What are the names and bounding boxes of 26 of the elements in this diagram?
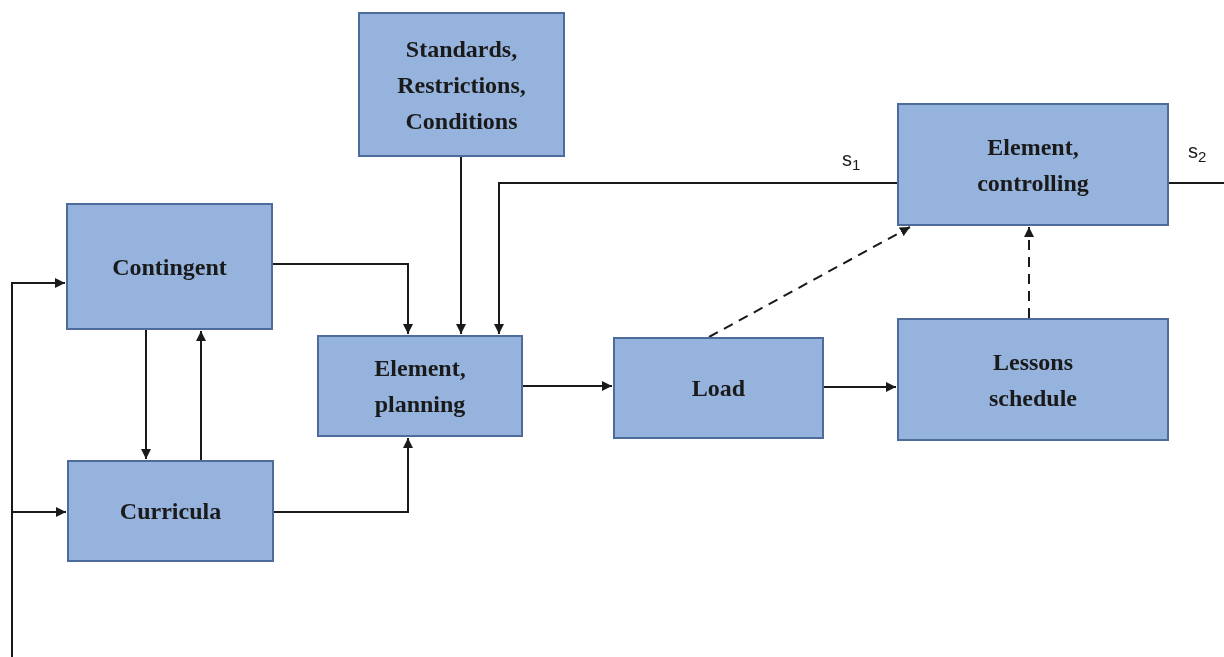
arrow xyxy=(141,329,151,460)
box-label: Curricula xyxy=(119,497,222,526)
process-box xyxy=(67,460,274,562)
process-box xyxy=(897,318,1169,441)
arrow xyxy=(456,156,466,335)
process-box xyxy=(317,335,523,437)
process-box xyxy=(897,103,1169,226)
box-label: Element, controlling xyxy=(976,132,1090,198)
arrow xyxy=(272,263,413,335)
arrow xyxy=(11,507,67,657)
arrow xyxy=(1024,226,1034,319)
arrow xyxy=(708,226,911,338)
arrow xyxy=(494,182,898,335)
connector-line xyxy=(1168,182,1224,184)
arrow xyxy=(522,381,613,391)
process-box xyxy=(613,337,824,439)
box-label: Standards, Restrictions, Conditions xyxy=(396,34,527,136)
box-label: Lessons schedule xyxy=(988,347,1078,413)
arrow xyxy=(196,330,206,461)
box-label: Element, planning xyxy=(373,354,467,419)
box-label: Load xyxy=(691,374,746,403)
process-box xyxy=(358,12,565,157)
box-label: Contingent xyxy=(112,252,227,282)
arrow xyxy=(823,382,897,392)
process-box xyxy=(66,203,273,330)
arrow xyxy=(273,437,413,513)
